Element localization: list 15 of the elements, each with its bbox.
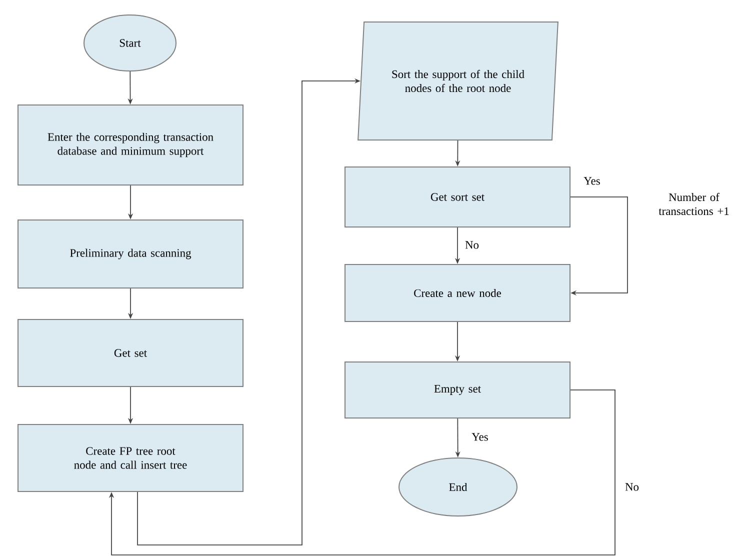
note-label: Number of transactions +1 [658, 192, 729, 216]
edge-label: No [464, 240, 480, 250]
process-box: Create FP tree root node and call insert tree [18, 424, 244, 492]
process-box: Empty set [344, 361, 570, 418]
input-parallelogram: Sort the support of the child nodes of the root node [358, 22, 558, 140]
process-box: Enter the corresponding transaction database and minimum support [18, 104, 244, 186]
process-box: Preliminary data scanning [18, 219, 244, 288]
edge-label: No [624, 482, 640, 492]
edge-label: Yes [582, 176, 602, 186]
process-box: Get sort set [344, 166, 570, 228]
arrow [570, 196, 628, 296]
arrow [108, 390, 616, 556]
process-box: Create a new node [344, 264, 570, 322]
edge-label: Yes [470, 432, 490, 442]
process-box: Get set [18, 318, 244, 387]
